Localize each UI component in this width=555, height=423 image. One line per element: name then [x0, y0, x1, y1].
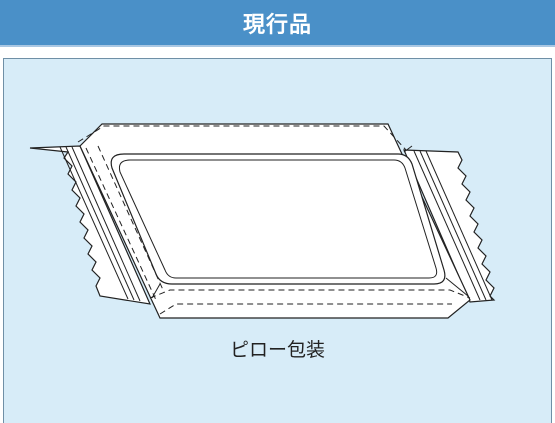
left-crimp-ridge	[71, 146, 141, 302]
header-divider	[0, 45, 555, 47]
page-title: 現行品	[242, 12, 312, 38]
tray-flange-line	[445, 277, 469, 297]
header-bar: 現行品	[0, 0, 555, 45]
fold-line-dashed	[85, 147, 157, 301]
left-crimp-ridge	[65, 146, 135, 301]
right-crimp-ridge	[413, 150, 481, 301]
right-crimp-ridge	[425, 150, 493, 301]
right-crimp-ridge	[419, 150, 487, 301]
inner-tray-inner	[119, 159, 438, 279]
tray-flange-line	[151, 283, 161, 299]
right-crimp-seal	[403, 149, 496, 303]
fold-line-dashed	[77, 125, 407, 151]
caption-label: ピロー包装	[229, 339, 325, 361]
fold-line-dashed	[149, 289, 471, 299]
left-crimp-seal	[29, 145, 151, 305]
tray-flange-line	[403, 145, 413, 153]
left-crimp-ridge	[59, 146, 129, 300]
fold-line-dashed	[159, 303, 452, 315]
